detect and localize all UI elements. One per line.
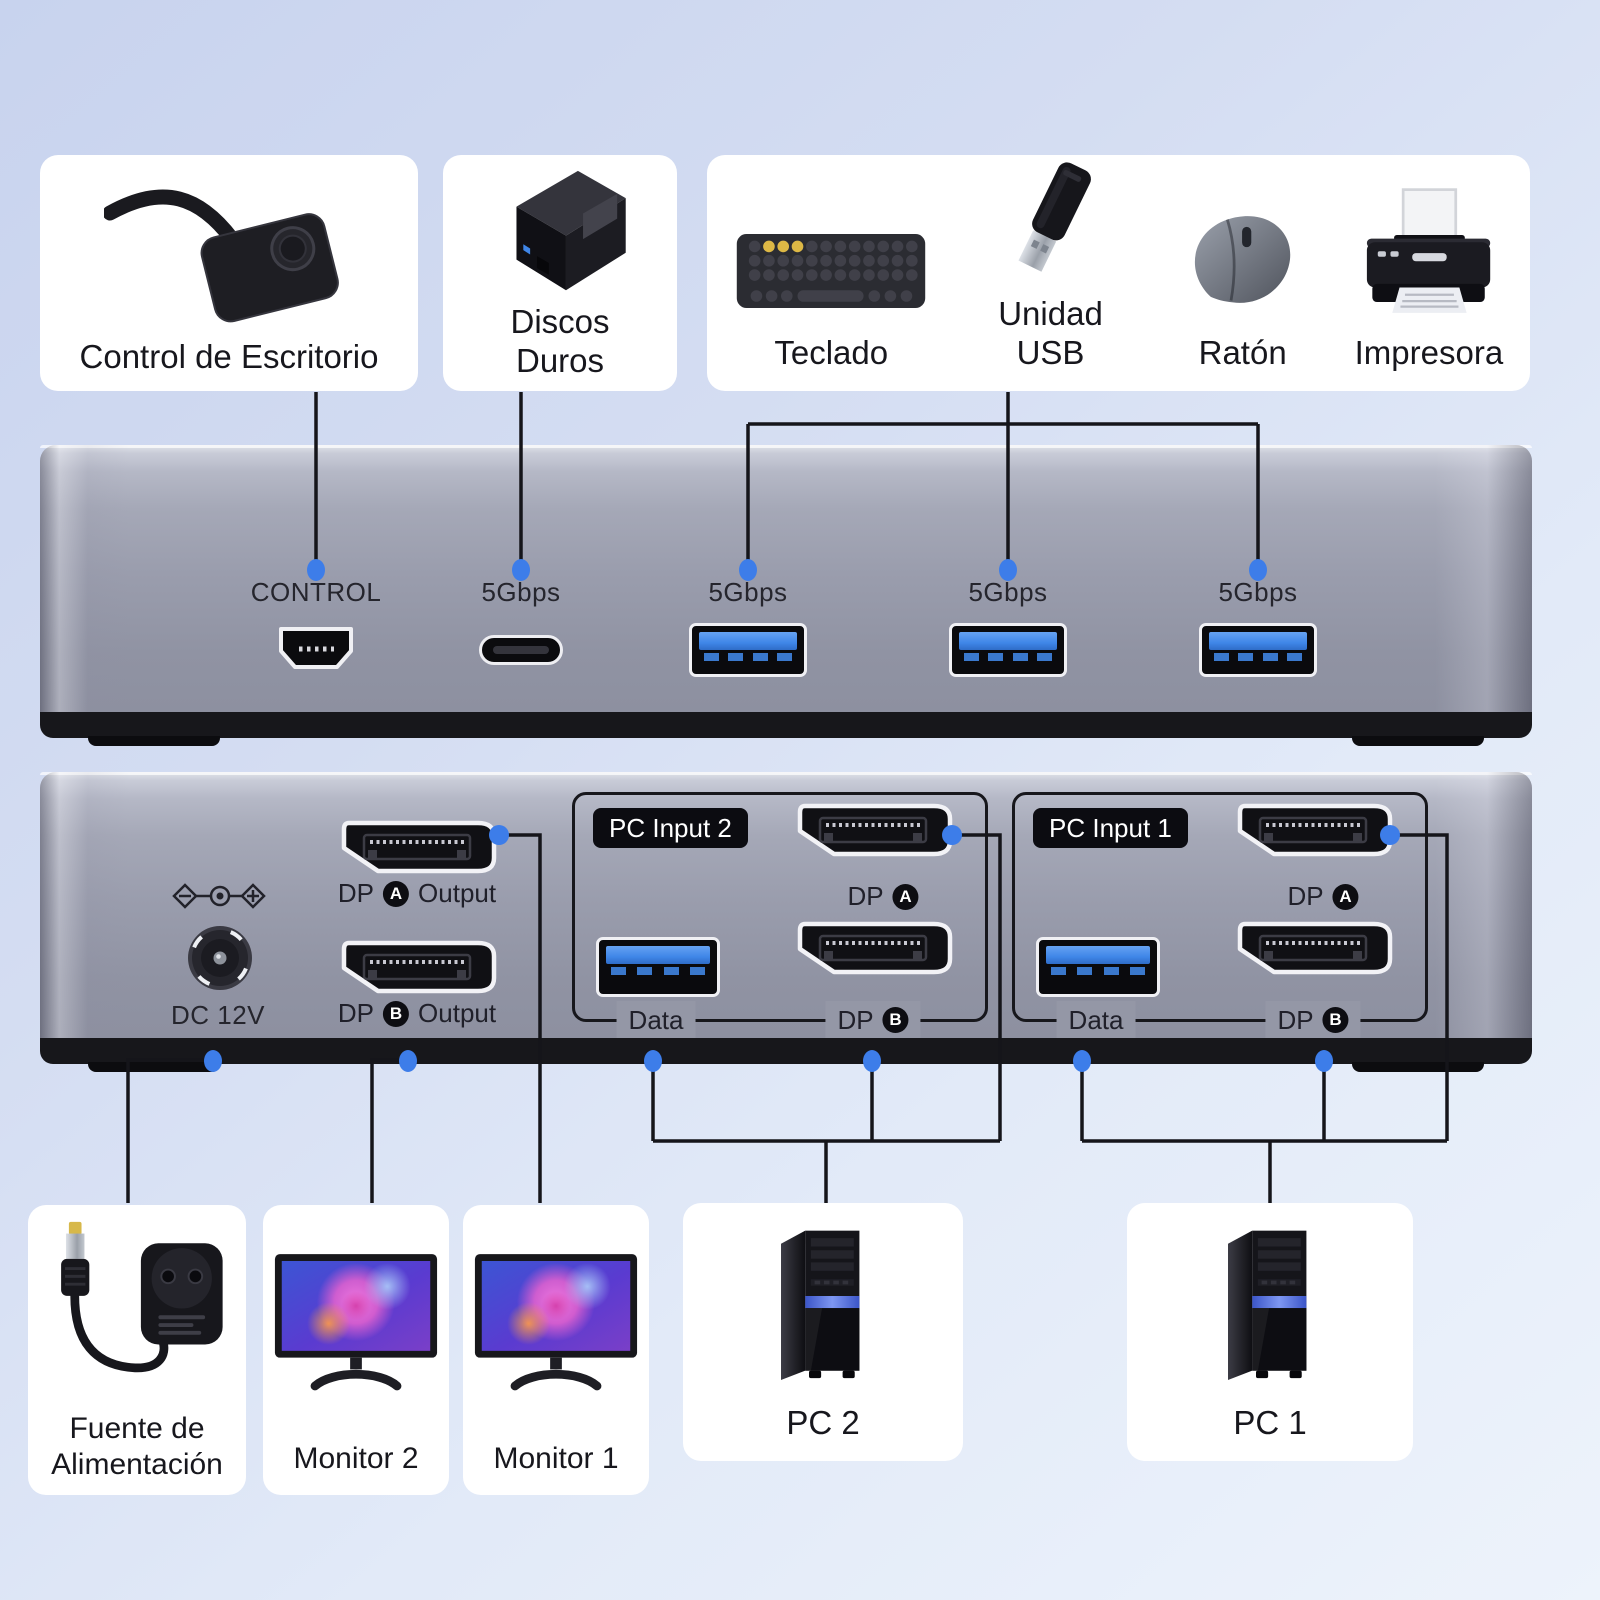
- usbc-port-label: 5Gbps: [481, 577, 561, 607]
- usb-drive-item: Unidad USB: [950, 155, 1152, 391]
- dp-prefix: DP: [1287, 881, 1324, 911]
- pc1-dp-a-port: [1237, 803, 1393, 857]
- printer-icon: [1354, 186, 1504, 327]
- usba-port-label-2: 5Gbps: [968, 577, 1048, 607]
- dp-b-output-suffix: Output: [418, 998, 497, 1028]
- pc1-dp-b-port: [1237, 921, 1393, 975]
- back-panel-face: DC 12V DP A Output DP B Output PC Input 2: [40, 772, 1532, 1039]
- usba-port-label-1: 5Gbps: [708, 577, 788, 607]
- power-supply-label-line1: Fuente de: [69, 1412, 205, 1445]
- keyboard-item: Teclado: [713, 155, 950, 391]
- pc-tower-icon: [1200, 1203, 1340, 1403]
- pc-2-card: PC 2: [683, 1203, 963, 1461]
- printer-item: Impresora: [1334, 155, 1524, 391]
- back-panel-base: [40, 1038, 1532, 1072]
- usb-c-port: [479, 635, 563, 665]
- pc1-data-label: Data: [1056, 1001, 1136, 1039]
- usb-a-tongue: [1046, 946, 1150, 964]
- pc-2-label: PC 2: [786, 1404, 860, 1442]
- power-supply-card: Fuente de Alimentación: [28, 1205, 246, 1495]
- monitor-1-card: Monitor 1: [463, 1205, 649, 1495]
- panel-foot: [1352, 736, 1484, 746]
- dp-a-output-label: DP A Output: [338, 878, 496, 909]
- usb-a-port-2: [949, 623, 1067, 677]
- panel-foot: [1352, 1062, 1484, 1072]
- dp-prefix: DP: [837, 1004, 874, 1035]
- front-panel: CONTROL 5Gbps 5Gbps 5Gbps 5Gbps: [40, 445, 1532, 746]
- desk-control-card: Control de Escritorio: [40, 155, 418, 391]
- monitor-1-label: Monitor 1: [493, 1442, 619, 1475]
- peripherals-card: Teclado Unidad USB: [707, 155, 1530, 391]
- dp-a-output-port: [341, 820, 497, 874]
- dp-b-output-port: [341, 940, 497, 994]
- dp-prefix: DP: [847, 881, 884, 911]
- dp-a-output-suffix: Output: [418, 878, 497, 908]
- letter-a-badge: A: [383, 880, 410, 907]
- usb-a-tongue: [606, 946, 710, 964]
- back-panel: DC 12V DP A Output DP B Output PC Input 2: [40, 772, 1532, 1072]
- front-panel-face: CONTROL 5Gbps 5Gbps 5Gbps 5Gbps: [40, 445, 1532, 712]
- dp-b-output-label: DP B Output: [338, 998, 496, 1029]
- pc1-dp-a-label: DP A: [1287, 881, 1359, 912]
- pc1-dp-b-label: DP B: [1265, 1001, 1361, 1039]
- pc-input-2-chip: PC Input 2: [593, 808, 748, 848]
- letter-b-badge: B: [1322, 1007, 1349, 1033]
- hdd-label-line1: Discos: [510, 302, 610, 340]
- usb-drive-label-line2: USB: [1016, 334, 1085, 372]
- pc-1-label: PC 1: [1233, 1404, 1307, 1442]
- pc2-dp-a-label: DP A: [847, 881, 919, 912]
- monitor-2-label: Monitor 2: [293, 1442, 419, 1475]
- dp-a-output-prefix: DP: [337, 878, 375, 908]
- pc2-dp-b-label: DP B: [825, 1001, 921, 1039]
- usb-a-port-3: [1199, 623, 1317, 677]
- hard-drive-icon: [485, 155, 635, 302]
- pc-input-1-chip: PC Input 1: [1033, 808, 1188, 848]
- mouse-label: Ratón: [1198, 334, 1287, 372]
- pc-1-card: PC 1: [1127, 1203, 1413, 1461]
- control-port-label: CONTROL: [250, 577, 382, 607]
- hdd-label-line2: Duros: [515, 342, 605, 380]
- usb-a-tongue: [959, 632, 1057, 650]
- hard-drives-card: Discos Duros: [443, 155, 677, 391]
- dp-b-output-prefix: DP: [337, 998, 375, 1028]
- dp-prefix: DP: [1277, 1004, 1314, 1035]
- pc2-data-label: Data: [616, 1001, 696, 1039]
- monitor-icon: [472, 1205, 640, 1441]
- keyboard-label: Teclado: [774, 334, 889, 372]
- pc-input-1-group: PC Input 1 DP A Data: [1012, 792, 1428, 1039]
- power-supply-label-line2: Alimentación: [51, 1448, 223, 1481]
- desk-controller-icon: [104, 155, 354, 337]
- dc-jack-port: [188, 926, 252, 990]
- letter-b-badge: B: [383, 1000, 410, 1027]
- pc2-dp-b-port: [797, 921, 953, 975]
- letter-a-badge: A: [892, 883, 919, 910]
- usb-a-port-1: [689, 623, 807, 677]
- pc1-data-usb-port: [1036, 937, 1160, 997]
- mouse-icon: [1174, 203, 1312, 323]
- printer-label: Impresora: [1354, 334, 1504, 372]
- keyboard-icon: [735, 228, 927, 319]
- desk-control-label: Control de Escritorio: [79, 338, 379, 376]
- dc-12v-label: DC 12V: [170, 1000, 266, 1030]
- pc-tower-icon: [753, 1203, 893, 1403]
- mouse-item: Ratón: [1152, 155, 1334, 391]
- usb-drive-icon: [986, 159, 1116, 292]
- pc-input-2-group: PC Input 2 DP A Data: [572, 792, 988, 1039]
- letter-a-badge: A: [1332, 883, 1359, 910]
- usb-a-tongue: [1209, 632, 1307, 650]
- monitor-icon: [272, 1205, 440, 1441]
- power-adapter-icon: [39, 1205, 235, 1411]
- monitor-2-card: Monitor 2: [263, 1205, 449, 1495]
- usba-port-label-3: 5Gbps: [1218, 577, 1298, 607]
- panel-foot: [88, 736, 220, 746]
- letter-b-badge: B: [882, 1007, 909, 1033]
- mini-usb-port-icon: [279, 627, 353, 669]
- pc2-data-usb-port: [596, 937, 720, 997]
- pc2-dp-a-port: [797, 803, 953, 857]
- usb-drive-label-line1: Unidad: [998, 294, 1103, 332]
- front-panel-base: [40, 712, 1532, 746]
- dc-polarity-icon: [172, 883, 266, 909]
- usb-a-tongue: [699, 632, 797, 650]
- panel-foot: [88, 1062, 220, 1072]
